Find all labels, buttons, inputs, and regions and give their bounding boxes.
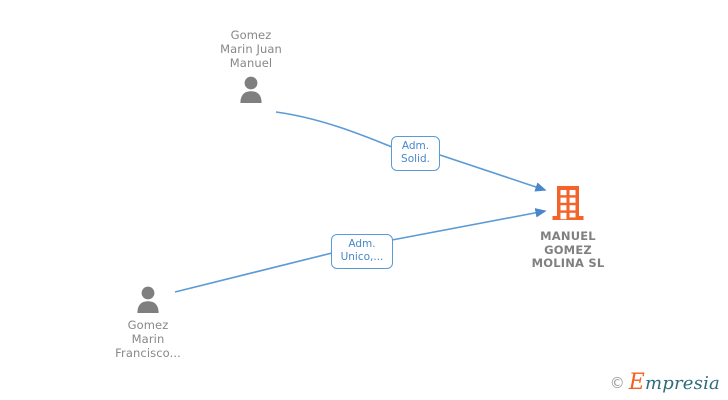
copyright-icon: © <box>609 373 625 392</box>
building-icon <box>552 186 584 220</box>
person-label: Gomez Marin Juan Manuel <box>220 28 282 70</box>
company-label: MANUEL GOMEZ MOLINA SL <box>531 229 605 270</box>
brand-rest: mpresia <box>645 373 720 394</box>
brand-name: Empresia <box>629 372 720 394</box>
node-person-gomez-marin-juan-manuel[interactable]: Gomez Marin Juan Manuel <box>176 28 326 104</box>
person-icon <box>240 76 262 103</box>
edge-label-adm-solid[interactable]: Adm. Solid. <box>391 136 440 171</box>
watermark: © Empresia <box>610 372 720 394</box>
edge-line-adm-unico-left <box>174 252 333 293</box>
brand-initial: E <box>628 370 646 395</box>
node-company-manuel-gomez-molina-sl[interactable]: MANUEL GOMEZ MOLINA SL <box>488 184 648 271</box>
person-icon <box>137 286 159 313</box>
edge-line-adm-solid-left <box>275 111 393 148</box>
edge-line-adm-solid-right <box>439 154 547 192</box>
node-person-gomez-marin-francisco[interactable]: Gomez Marin Francisco... <box>73 284 223 360</box>
edge-label-adm-unico[interactable]: Adm. Unico,... <box>331 234 393 269</box>
edge-line-adm-unico-right <box>391 208 547 241</box>
person-label: Gomez Marin Francisco... <box>115 318 181 360</box>
